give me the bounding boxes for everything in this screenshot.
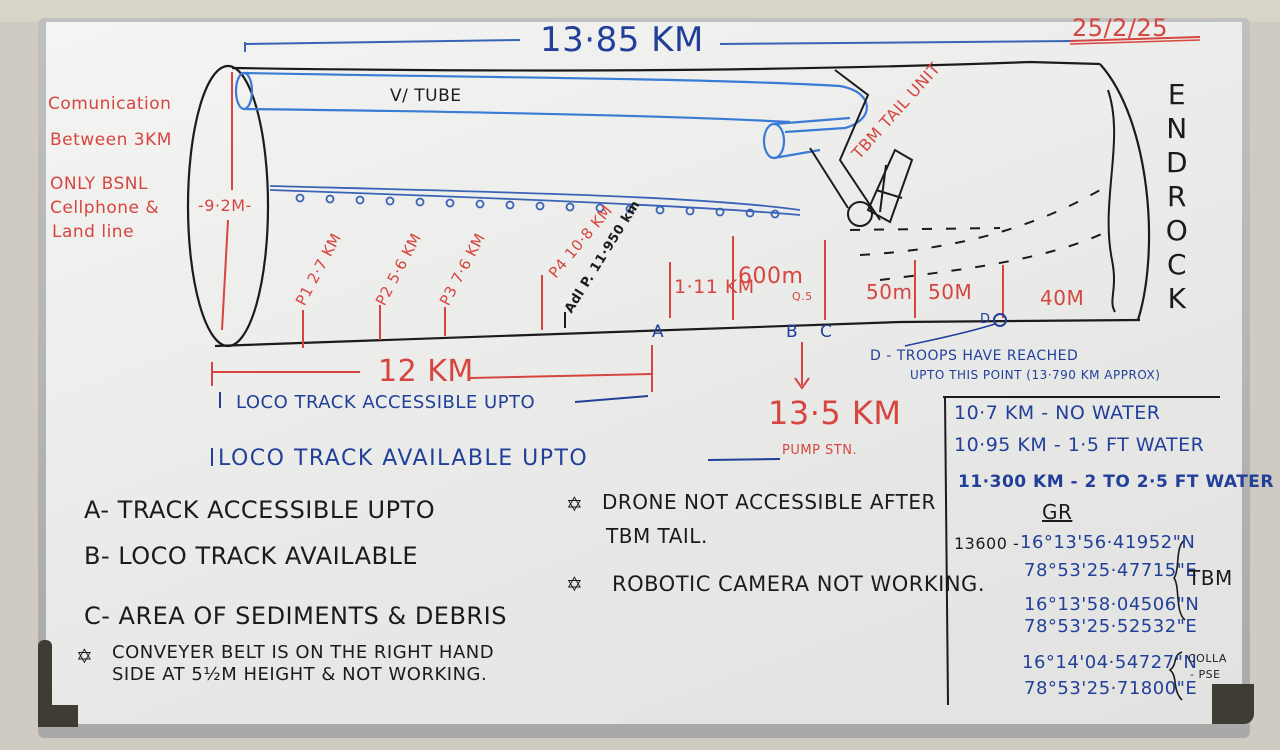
pump-distance-label: 13·5 KM <box>768 394 902 432</box>
comm-note-line3: ONLY BSNL <box>50 174 148 194</box>
drone-note-line2: TBM TAIL. <box>606 524 708 548</box>
wall-background <box>0 0 1280 22</box>
collapse-label-2: - PSE <box>1190 668 1221 681</box>
conveyor-note-line1: CONVEYER BELT IS ON THE RIGHT HAND <box>112 642 495 663</box>
point-d: D <box>980 312 991 327</box>
star-icon: ✡ <box>566 572 584 596</box>
gr-coord-4: 78°53'25·52532"E <box>1024 616 1198 637</box>
point-c: C <box>820 322 833 342</box>
water-row-3: 11·300 KM - 2 TO 2·5 FT WATER <box>958 472 1275 492</box>
sediment-debris <box>849 189 1111 281</box>
troops-note-line1: D - TROOPS HAVE REACHED <box>870 348 1079 364</box>
tbm-tail-unit-shape <box>809 69 914 227</box>
camera-note: ROBOTIC CAMERA NOT WORKING. <box>612 572 985 596</box>
drone-note-line1: DRONE NOT ACCESSIBLE AFTER <box>602 490 936 514</box>
ventilation-tube <box>234 71 868 160</box>
loco-available-label: LOCO TRACK AVAILABLE UPTO <box>218 446 589 471</box>
comm-note-line1: Comunication <box>48 94 172 114</box>
pump-station-label: PUMP STN. <box>782 443 858 458</box>
point-a: A <box>652 322 665 342</box>
star-icon: ✡ <box>76 644 94 668</box>
segment-50m-1: 50m <box>866 280 913 304</box>
troops-note-line2: UPTO THIS POINT (13·790 KM APPROX) <box>910 368 1161 382</box>
legend-c: C- AREA OF SEDIMENTS & DEBRIS <box>84 602 507 630</box>
frame-corner-right <box>1212 684 1254 724</box>
date-label: 25/2/25 <box>1072 14 1169 42</box>
gr-coord-2: 78°53'25·47715"E <box>1024 560 1198 581</box>
point-b: B <box>786 322 799 342</box>
gr-coord-1: 16°13'56·41952"N <box>1020 532 1196 553</box>
comm-note-line5: Land line <box>52 222 135 242</box>
legend-a: A- TRACK ACCESSIBLE UPTO <box>84 496 436 524</box>
segment-600m: 600m <box>738 264 804 289</box>
gr-coord-3: 16°13'58·04506"N <box>1024 594 1200 615</box>
loco-accessible-label: LOCO TRACK ACCESSIBLE UPTO <box>236 392 536 413</box>
tunnel-diameter-label: -9·2M- <box>198 196 252 215</box>
star-icon: ✡ <box>566 492 584 516</box>
segment-1-11km: 1·11 KM <box>674 276 755 298</box>
info-table-border <box>943 396 1220 706</box>
total-length-label: 13·85 KM <box>540 20 704 60</box>
gr-coord-6: 78°53'25·71800"E <box>1024 678 1198 699</box>
water-row-1: 10·7 KM - NO WATER <box>954 402 1161 424</box>
comm-note-line2: Between 3KM <box>50 130 172 150</box>
header-length-line <box>244 39 1076 52</box>
conveyor-note-line2: SIDE AT 5½M HEIGHT & NOT WORKING. <box>112 664 488 685</box>
point-marker-q5: Q.5 <box>792 290 813 303</box>
segment-40m: 40M <box>1040 286 1085 310</box>
marker-holder <box>38 640 52 725</box>
tunnel-outline <box>186 60 1151 348</box>
gr-chainage: 13600 - <box>954 534 1020 553</box>
gr-coord-5: 16°14'04·54727"N <box>1022 652 1198 673</box>
conveyor-belt <box>269 185 801 216</box>
water-row-2: 10·95 KM - 1·5 FT WATER <box>954 434 1205 456</box>
vent-tube-label: V/ TUBE <box>390 86 462 106</box>
collapse-label-1: COLLA <box>1188 652 1227 665</box>
span-12km-label: 12 KM <box>378 354 474 389</box>
comm-note-line4: Cellphone & <box>50 198 160 218</box>
tbm-brace-label: TBM <box>1188 566 1233 590</box>
segment-50m-2: 50M <box>928 280 973 304</box>
end-rock-label: E N D R O C K <box>1165 78 1189 315</box>
legend-b: B- LOCO TRACK AVAILABLE <box>84 542 419 570</box>
gr-title: GR <box>1042 500 1073 524</box>
